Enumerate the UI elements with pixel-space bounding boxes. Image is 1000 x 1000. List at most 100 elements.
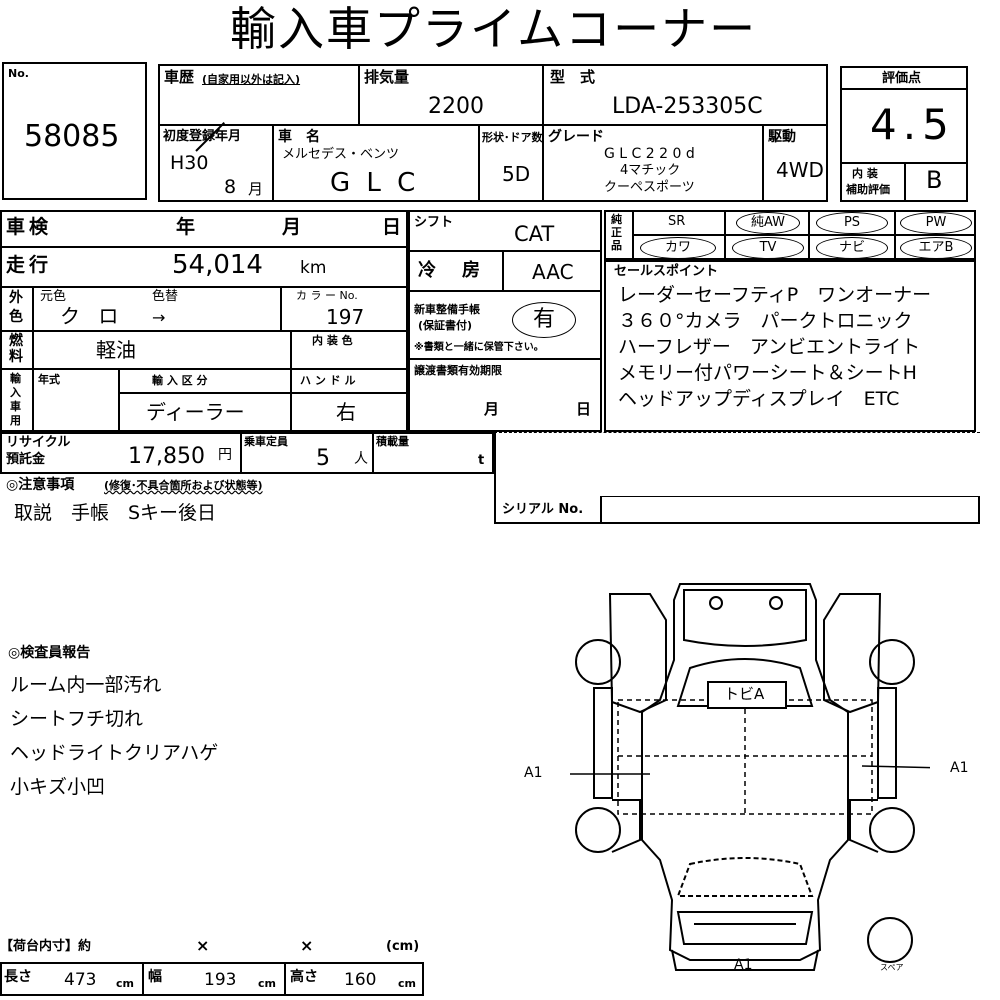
- color-side2: 色: [9, 309, 23, 325]
- cargo-width-unit: cm: [258, 977, 276, 990]
- warranty-circle: 有: [512, 302, 576, 338]
- notes-label: ◎注意事項: [6, 477, 75, 493]
- fuel-side2: 料: [9, 349, 23, 365]
- cargo-width-label: 幅: [148, 969, 162, 985]
- equip-leather: カワ: [640, 237, 716, 259]
- cargo-grid: [0, 962, 424, 996]
- import-type-value: ディーラー: [146, 400, 245, 424]
- aircon-value: AAC: [532, 260, 574, 284]
- grade-line3: クーペスポーツ: [604, 180, 695, 195]
- color-label: 元色: [40, 289, 67, 304]
- sales-label: セールスポイント: [614, 264, 719, 279]
- sales-line-2: ３６０°カメラ パークトロニック: [618, 310, 913, 332]
- serial-label: シリアル No.: [502, 502, 584, 517]
- aircon-label: 冷 房: [418, 260, 484, 281]
- recycle-label2: 預託金: [6, 452, 46, 467]
- import-side: 輸入車用: [10, 372, 21, 427]
- history-label: 車歴: [164, 68, 195, 86]
- model-code-label: 型 式: [550, 68, 596, 86]
- sales-line-3: ハーフレザー アンビエントライト: [618, 336, 921, 358]
- lot-label: No.: [8, 67, 29, 80]
- history-note: (自家用以外は記入): [202, 73, 301, 86]
- mileage-unit: km: [300, 258, 327, 278]
- import-year-label: 年式: [38, 373, 60, 386]
- import-type-label: 輸 入 区 分: [152, 374, 208, 387]
- mileage-label: 走行: [6, 254, 53, 276]
- color-side1: 外: [9, 290, 23, 306]
- sales-points-box: [604, 260, 976, 432]
- interior-score-label2: 補助評価: [846, 183, 890, 196]
- interior-score-value: B: [926, 166, 943, 194]
- capacity-label: 乗車定員: [244, 435, 288, 448]
- equip-pw: PW: [900, 212, 972, 234]
- sales-line-5: ヘッドアップディスプレイ ETC: [618, 388, 900, 410]
- shift-label: シフト: [414, 215, 454, 230]
- lot-number-box: No. 58085: [2, 62, 147, 200]
- cargo-label: 【荷台内寸】約: [0, 939, 92, 954]
- shift-grid: [408, 210, 602, 432]
- interior-score-label1: 内 装: [852, 167, 878, 180]
- inspection-grid: [0, 210, 408, 432]
- grade-line2: 4マチック: [620, 163, 681, 178]
- inspection-label: 車検: [6, 216, 53, 238]
- inspector-line-2: シートフチ切れ: [10, 708, 144, 730]
- cargo-length: 473: [64, 970, 97, 990]
- inspector-line-1: ルーム内一部汚れ: [10, 674, 162, 696]
- cargo-unit: (cm): [386, 939, 420, 954]
- sales-line-4: メモリー付パワーシート＆シートH: [618, 362, 917, 384]
- car-name: G L C: [330, 168, 420, 198]
- load-unit: t: [478, 453, 485, 468]
- color-change-label: 色替: [152, 289, 179, 304]
- car-damage-diagram: [570, 583, 930, 971]
- car-name-label: 車 名: [278, 129, 320, 145]
- equip-ps: PS: [816, 212, 888, 234]
- cargo-height: 160: [344, 970, 377, 990]
- vehicle-info-grid: [158, 64, 828, 202]
- fuel-side1: 燃: [9, 333, 23, 349]
- color-arrow: →: [152, 308, 166, 327]
- cargo-length-unit: cm: [116, 977, 134, 990]
- diagram-rear-mark: A1: [734, 957, 753, 973]
- transfer-month: 月: [484, 400, 500, 418]
- model-code-value: LDA-253305C: [612, 94, 763, 119]
- first-reg-label: 初度登録年月: [163, 129, 242, 144]
- interior-color-label: 内 装 色: [312, 334, 353, 347]
- lot-number: 58085: [24, 119, 120, 154]
- capacity-unit: 人: [354, 451, 368, 467]
- inspector-line-3: ヘッドライトクリアハゲ: [10, 742, 219, 764]
- score-box: 評価点 4.5 内 装 補助評価 B: [840, 66, 968, 202]
- inspector-line-4: 小キズ小凹: [10, 776, 106, 798]
- score-label: 評価点: [882, 71, 922, 86]
- cargo-height-label: 高さ: [290, 969, 318, 985]
- color-code: 197: [326, 305, 365, 329]
- equip-sr: SR: [668, 214, 686, 229]
- notes-sub: (修復･不具合箇所および状態等): [104, 479, 263, 492]
- body-value: 5D: [502, 162, 531, 186]
- recycle-label1: リサイクル: [6, 435, 71, 450]
- first-reg-month-unit: 月: [248, 180, 264, 198]
- warranty-note: ※書類と一緒に保管下さい。: [414, 342, 544, 353]
- car-maker: メルセデス・ベンツ: [282, 147, 400, 162]
- equip-tv: TV: [732, 237, 804, 259]
- recycle-value: 17,850: [128, 444, 205, 469]
- inspection-year: 年: [176, 216, 196, 238]
- warranty-label2: (保証書付): [418, 319, 473, 332]
- color-value: ク ロ: [60, 304, 125, 328]
- load-label: 積載量: [376, 435, 409, 448]
- diagram-roof-mark: トビA: [724, 685, 765, 703]
- displacement-value: 2200: [428, 94, 484, 119]
- mileage-value: 54,014: [172, 250, 263, 280]
- cargo-x2: ×: [300, 936, 314, 955]
- fuel-value: 軽油: [96, 338, 136, 362]
- shift-value: CAT: [514, 222, 555, 246]
- diagram-left-mark: A1: [524, 765, 543, 781]
- capacity-value: 5: [316, 446, 330, 471]
- page-title: 輸入車プライムコーナー: [230, 2, 758, 56]
- diagram-right-mark: A1: [950, 760, 969, 776]
- displacement-label: 排気量: [364, 68, 410, 86]
- inspection-month: 月: [282, 216, 302, 238]
- drive-value: 4WD: [776, 158, 824, 182]
- recycle-row: [0, 432, 494, 474]
- cargo-x1: ×: [196, 936, 210, 955]
- cargo-height-unit: cm: [398, 977, 416, 990]
